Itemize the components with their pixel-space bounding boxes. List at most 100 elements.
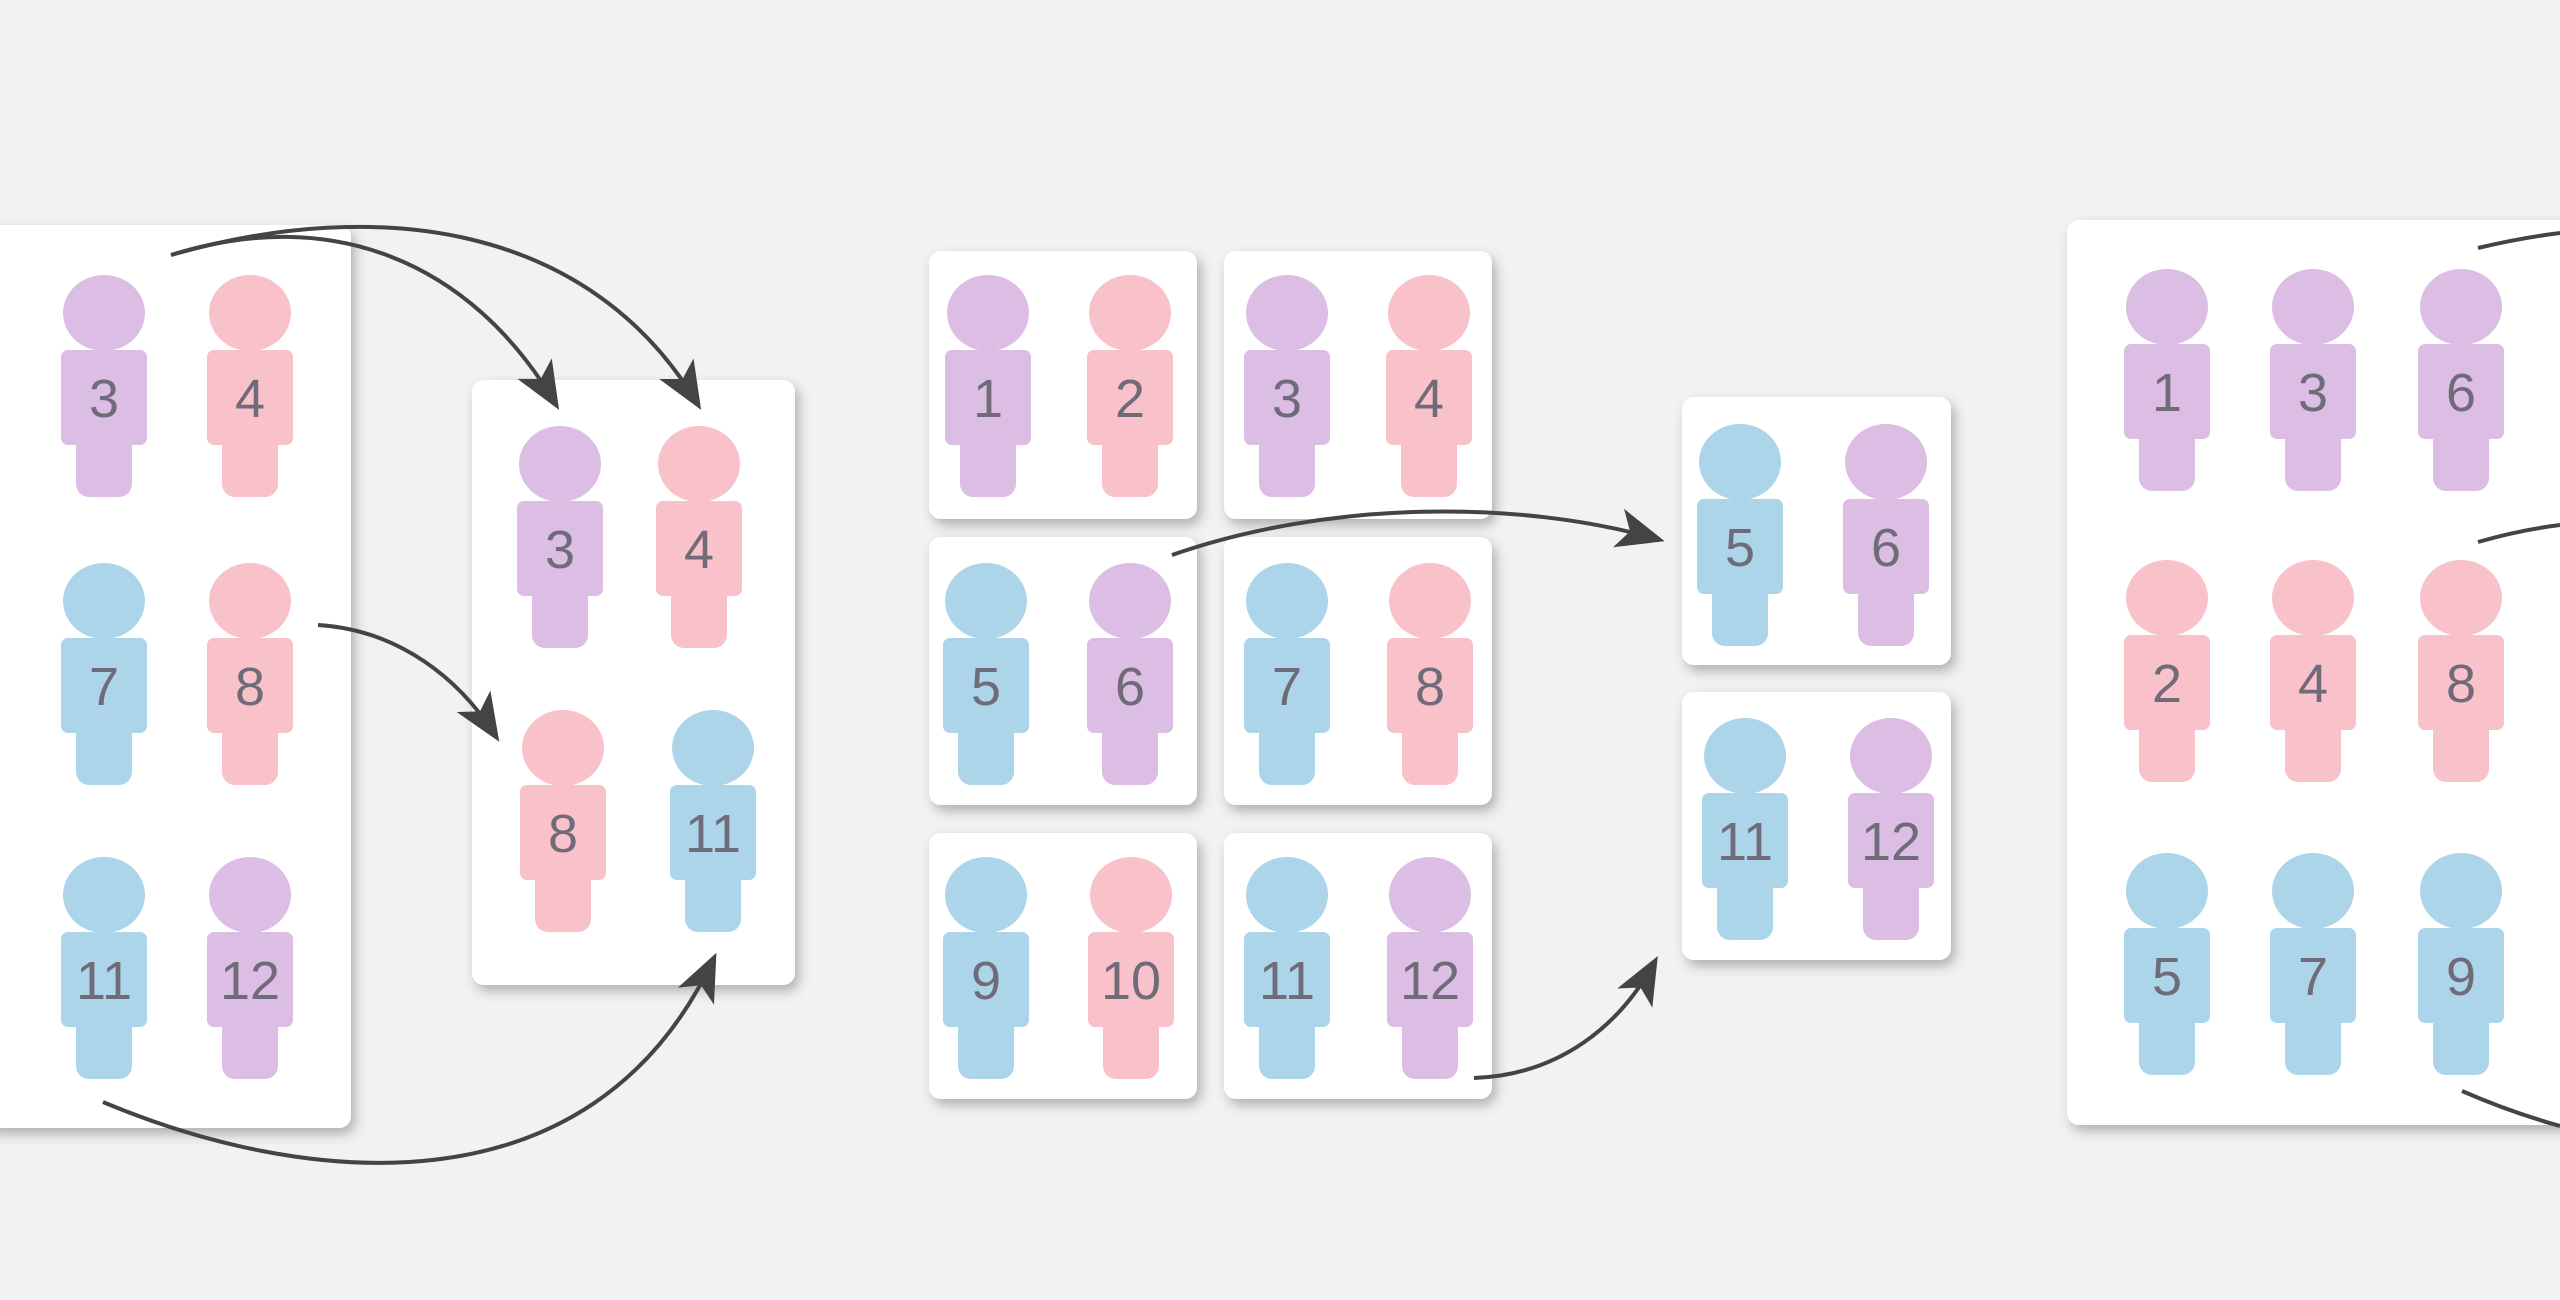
person-legs bbox=[1259, 1005, 1315, 1079]
person-torso bbox=[1244, 350, 1330, 445]
person-legs bbox=[2285, 1001, 2341, 1075]
person-figure-pink: 8 bbox=[207, 563, 293, 785]
person-figure-blue: 9 bbox=[943, 857, 1029, 1079]
person-head-icon bbox=[1090, 857, 1172, 933]
person-head-icon bbox=[2272, 853, 2354, 929]
person-legs bbox=[222, 1005, 278, 1079]
person-torso bbox=[943, 638, 1029, 733]
person-head-icon bbox=[1089, 275, 1171, 351]
person-head-icon bbox=[1845, 424, 1927, 500]
person-figure-pink: 8 bbox=[520, 710, 606, 932]
person-legs bbox=[1717, 866, 1773, 940]
person-head-icon bbox=[522, 710, 604, 786]
person-figure-pink: 4 bbox=[2270, 560, 2356, 782]
person-number: 11 bbox=[1259, 951, 1315, 1011]
person-legs bbox=[2139, 708, 2195, 782]
person-number: 1 bbox=[973, 369, 1003, 429]
person-torso bbox=[1386, 350, 1472, 445]
person-legs bbox=[1259, 711, 1315, 785]
person-head-icon bbox=[945, 857, 1027, 933]
person-figure-blue: 11 bbox=[1244, 857, 1330, 1079]
person-number: 8 bbox=[2446, 654, 2476, 714]
person-number: 3 bbox=[89, 369, 119, 429]
person-legs bbox=[2433, 1001, 2489, 1075]
person-torso bbox=[1088, 932, 1174, 1027]
person-torso bbox=[1702, 793, 1788, 888]
person-figure-pink: 10 bbox=[1088, 857, 1174, 1079]
person-figure-purple: 6 bbox=[1087, 563, 1173, 785]
arrow bbox=[1171, 508, 1665, 557]
person-head-icon bbox=[209, 275, 291, 351]
person-number: 4 bbox=[2298, 654, 2328, 714]
person-figure-blue: 11 bbox=[1702, 718, 1788, 940]
person-torso bbox=[1843, 499, 1929, 594]
person-number: 3 bbox=[2298, 363, 2328, 423]
person-legs bbox=[222, 711, 278, 785]
person-number: 5 bbox=[2152, 947, 2182, 1007]
person-legs bbox=[76, 1005, 132, 1079]
arrow bbox=[102, 952, 717, 1165]
person-head-icon bbox=[2420, 560, 2502, 636]
person-figure-pink: 4 bbox=[656, 426, 742, 648]
person-figure-purple: 12 bbox=[1387, 857, 1473, 1079]
person-legs bbox=[1712, 572, 1768, 646]
person-head-icon bbox=[2126, 853, 2208, 929]
person-figure-blue: 11 bbox=[61, 857, 147, 1079]
person-legs bbox=[1102, 423, 1158, 497]
person-figure-pink: 2 bbox=[1087, 275, 1173, 497]
person-torso bbox=[520, 785, 606, 880]
person-head-icon bbox=[2272, 560, 2354, 636]
person-torso bbox=[207, 350, 293, 445]
person-number: 11 bbox=[76, 951, 132, 1011]
person-number: 6 bbox=[1115, 657, 1145, 717]
person-torso bbox=[2418, 344, 2504, 439]
person-legs bbox=[76, 423, 132, 497]
person-number: 9 bbox=[971, 951, 1001, 1011]
person-head-icon bbox=[1389, 857, 1471, 933]
person-legs bbox=[2139, 417, 2195, 491]
person-torso bbox=[61, 638, 147, 733]
arrows-layer bbox=[102, 224, 2560, 1165]
person-torso bbox=[207, 932, 293, 1027]
person-legs bbox=[958, 711, 1014, 785]
card: 9 10 bbox=[929, 833, 1197, 1099]
person-figure-purple: 3 bbox=[517, 426, 603, 648]
person-head-icon bbox=[1089, 563, 1171, 639]
person-figure-blue: 5 bbox=[2124, 853, 2210, 1075]
person-number: 5 bbox=[1725, 518, 1755, 578]
person-legs bbox=[76, 711, 132, 785]
person-figure-purple: 12 bbox=[1848, 718, 1934, 940]
person-torso bbox=[2124, 928, 2210, 1023]
person-torso bbox=[1244, 932, 1330, 1027]
person-figure-purple: 3 bbox=[61, 275, 147, 497]
person-figure-blue: 9 bbox=[2418, 853, 2504, 1075]
person-head-icon bbox=[519, 426, 601, 502]
card-background bbox=[0, 225, 351, 1128]
arrow bbox=[1473, 955, 1658, 1080]
person-legs bbox=[2285, 708, 2341, 782]
person-number: 4 bbox=[684, 520, 714, 580]
person-torso bbox=[2124, 635, 2210, 730]
person-head-icon bbox=[209, 857, 291, 933]
person-number: 6 bbox=[2446, 363, 2476, 423]
person-number: 12 bbox=[220, 951, 280, 1011]
person-figure-pink: 8 bbox=[1387, 563, 1473, 785]
person-torso bbox=[2418, 635, 2504, 730]
person-figure-pink: 4 bbox=[207, 275, 293, 497]
person-legs bbox=[1858, 572, 1914, 646]
person-figure-purple: 1 bbox=[2124, 269, 2210, 491]
person-legs bbox=[2285, 417, 2341, 491]
person-number: 2 bbox=[1115, 369, 1145, 429]
person-torso bbox=[1387, 932, 1473, 1027]
person-number: 8 bbox=[548, 804, 578, 864]
person-head-icon bbox=[1388, 275, 1470, 351]
person-legs bbox=[222, 423, 278, 497]
